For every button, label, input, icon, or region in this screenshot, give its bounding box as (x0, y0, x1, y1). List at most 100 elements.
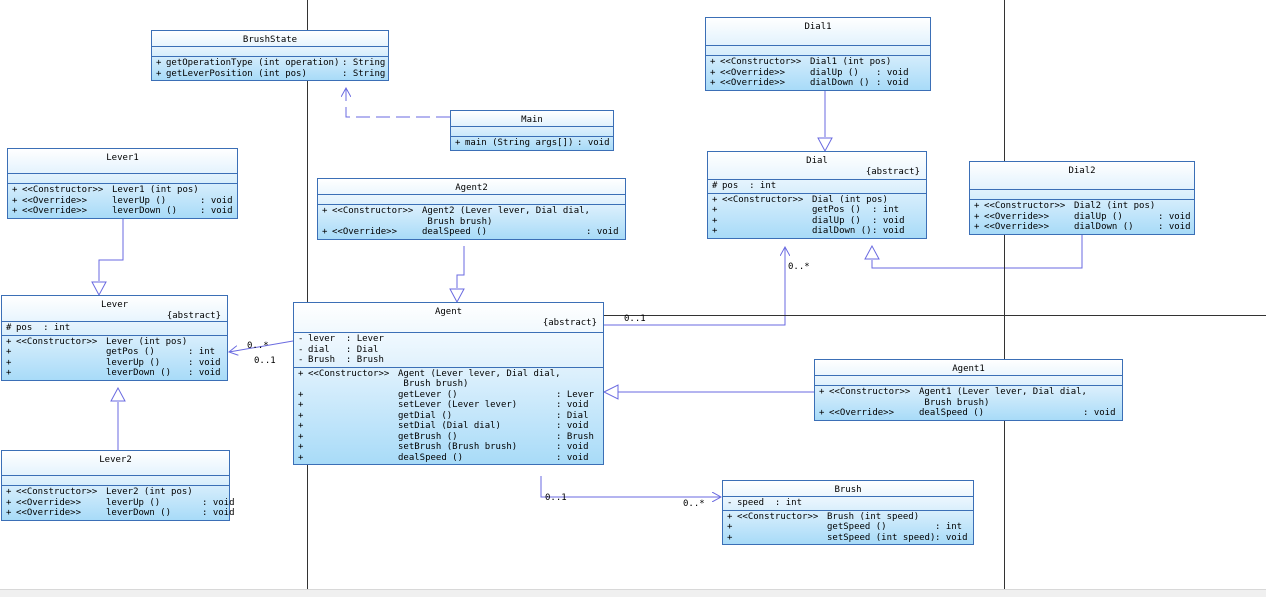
operation-signature: getOperationType (int operation) (166, 58, 340, 68)
class-header: Dial1 (706, 18, 930, 46)
generalization-arrowhead-lever2 (110, 386, 126, 402)
class-header: Dial{abstract} (708, 152, 926, 180)
operation-visibility: + (156, 68, 162, 79)
operation-compartment: +main (String args[]): void (451, 137, 613, 150)
class-brushstate[interactable]: BrushState+getOperationType (int operati… (151, 30, 389, 81)
multiplicity-lever-target: 0..* (247, 341, 269, 351)
operation-return-type: : void (202, 497, 235, 508)
class-header: Dial2 (970, 162, 1194, 190)
attribute-text: dial : Dial (308, 344, 379, 355)
class-lever2[interactable]: Lever2+<<Constructor>>Lever2 (int pos)+<… (1, 450, 235, 521)
operation-visibility: + (6, 347, 12, 357)
operation-signature: getLeverPosition (int pos) (166, 68, 307, 79)
class-main[interactable]: Main +main (String args[]): void (450, 110, 614, 151)
class-lever1[interactable]: Lever1+<<Constructor>>Lever1 (int pos)+<… (7, 148, 238, 219)
operation-row: +getSpeed (): int (723, 522, 973, 533)
class-name: Agent2 (455, 183, 488, 193)
operation-visibility: + (6, 368, 12, 378)
attribute-compartment (451, 127, 613, 137)
operation-signature: setBrush (Brush brush) (398, 442, 518, 452)
generalization-dial2-dial[interactable] (871, 230, 1083, 269)
operation-signature: leverUp () (106, 497, 161, 508)
operation-row: +setSpeed (int speed): void (723, 533, 973, 544)
operation-visibility: + (712, 215, 718, 226)
operation-stereotype: <<Override>> (332, 227, 398, 237)
operation-row: +dialUp (): void (708, 216, 926, 227)
operation-signature: Dial2 (int pos) (1074, 201, 1156, 211)
attribute-compartment: #pos : int (708, 180, 926, 194)
operation-visibility: + (974, 201, 980, 211)
operation-row: +<<Constructor>>Dial1 (int pos) (706, 57, 930, 68)
operation-row: Brush brush) (318, 217, 625, 228)
operation-visibility: + (322, 206, 328, 216)
operation-visibility: + (710, 78, 716, 88)
operation-visibility: + (6, 357, 12, 368)
attribute-compartment (970, 190, 1194, 200)
operation-signature: dealSpeed () (422, 227, 488, 237)
operation-signature: dealSpeed () (919, 408, 985, 418)
multiplicity-brush-target: 0..* (683, 499, 705, 509)
association-agent-dial[interactable] (604, 247, 785, 326)
operation-visibility: + (712, 205, 718, 215)
operation-signature: main (String args[]) (465, 138, 574, 148)
class-name: Lever1 (106, 153, 139, 163)
class-brush[interactable]: Brush-speed : int+<<Constructor>>Brush (… (722, 480, 974, 545)
operation-return-type: : void (1083, 408, 1116, 418)
operation-return-type: : void (586, 227, 619, 237)
class-name: Dial1 (804, 22, 832, 32)
operation-visibility: + (298, 442, 304, 452)
status-strip (0, 589, 1266, 597)
operation-return-type: : int (188, 347, 216, 357)
class-agent2[interactable]: Agent2+<<Constructor>>Agent2 (Lever leve… (317, 178, 626, 240)
operation-return-type: : void (556, 400, 589, 410)
operation-signature: Lever1 (int pos) (112, 185, 199, 195)
operation-signature: Brush brush) (422, 216, 493, 227)
attribute-compartment (815, 376, 1122, 386)
operation-stereotype: <<Override>> (16, 497, 82, 508)
generalization-lever1-lever[interactable] (98, 215, 124, 281)
operation-return-type: : void (876, 78, 909, 88)
operation-row: +setLever (Lever lever): void (294, 400, 603, 411)
operation-return-type: : int (872, 205, 900, 215)
class-agent[interactable]: Agent{abstract}-lever : Lever-dial : Dia… (293, 302, 604, 465)
attribute-text: pos : int (16, 323, 71, 333)
class-lever[interactable]: Lever{abstract}#pos : int+<<Constructor>… (1, 295, 228, 381)
class-dial2[interactable]: Dial2+<<Constructor>>Dial2 (int pos)+<<O… (969, 161, 1195, 235)
attribute-compartment (318, 195, 625, 205)
class-agent1[interactable]: Agent1+<<Constructor>>Agent1 (Lever leve… (814, 359, 1123, 421)
class-header: Main (451, 111, 613, 127)
operation-stereotype: <<Override>> (720, 67, 786, 78)
frame-divider-horizontal (604, 315, 1266, 316)
operation-row: +getDial (): Dial (294, 411, 603, 422)
operation-visibility: + (12, 195, 18, 206)
dependency-main-brushstate[interactable] (346, 88, 450, 118)
operation-stereotype: <<Constructor>> (722, 194, 804, 205)
operation-return-type: : int (935, 522, 963, 532)
operation-row: +<<Constructor>>Lever (int pos) (2, 337, 227, 348)
operation-visibility: + (712, 194, 718, 205)
operation-visibility: + (298, 452, 304, 463)
operation-visibility: + (6, 487, 12, 497)
operation-signature: getPos () (812, 205, 861, 215)
attribute-compartment (8, 174, 237, 184)
operation-visibility: + (298, 421, 304, 431)
class-name: Brush (834, 485, 862, 495)
operation-visibility: + (6, 497, 12, 508)
attribute-visibility: - (298, 334, 304, 344)
class-name: Lever (100, 300, 129, 310)
operation-return-type: : void (872, 226, 905, 236)
class-name: Main (521, 115, 543, 125)
association-agent-lever[interactable] (229, 340, 294, 352)
attribute-visibility: # (6, 323, 12, 333)
class-dial1[interactable]: Dial1 +<<Constructor>>Dial1 (int pos) + <<O… (705, 17, 931, 91)
operation-compartment: +<<Constructor>>Agent (Lever lever, Dial… (294, 368, 603, 465)
operation-row: +<<Constructor>>Lever2 (int pos) (2, 487, 229, 498)
association-agent-brush[interactable] (540, 476, 721, 497)
class-dial[interactable]: Dial{abstract}#pos : int+<<Constructor>>… (707, 151, 927, 239)
attribute-row: # pos : int (2, 323, 227, 334)
operation-visibility: + (819, 387, 825, 397)
generalization-agent2-agent[interactable] (456, 246, 465, 288)
operation-return-type: : void (556, 442, 589, 452)
operation-row: +getOperationType (int operation): Strin… (152, 58, 388, 69)
